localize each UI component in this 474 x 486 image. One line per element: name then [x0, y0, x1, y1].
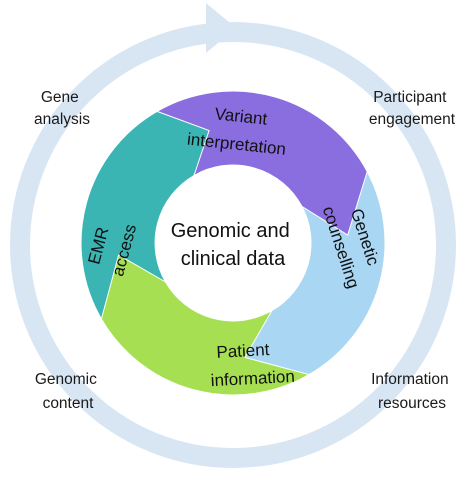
center-label-line-2: clinical data [181, 248, 286, 270]
outer-label-participant-engagement: Participant engagement [369, 89, 456, 128]
outer-label-participant-engagement-line-1: Participant [373, 89, 447, 106]
segment-label-patient-line-2: information [210, 367, 295, 390]
center-label-line-1: Genomic and [171, 220, 290, 242]
center-label: Genomic and clinical data [171, 220, 296, 270]
outer-ring-band [10, 22, 456, 468]
outer-label-information-resources: Information resources [371, 371, 453, 412]
inner-cycle [80, 90, 386, 396]
outer-label-information-resources-line-2: resources [378, 395, 446, 412]
outer-ring-arrowhead [206, 3, 236, 53]
outer-label-gene-analysis: Gene analysis [34, 89, 90, 128]
center-hole [155, 165, 311, 321]
outer-label-gene-analysis-line-2: analysis [34, 111, 90, 128]
outer-label-genomic-content-line-2: content [43, 395, 95, 412]
outer-label-gene-analysis-line-1: Gene [41, 89, 79, 106]
outer-label-information-resources-line-1: Information [371, 371, 449, 388]
outer-label-genomic-content-line-1: Genomic [35, 371, 97, 388]
segment-label-patient: Patient information [209, 339, 295, 390]
segment-label-patient-line-1: Patient [216, 340, 270, 362]
outer-label-genomic-content: Genomic content [35, 371, 101, 412]
outer-cycle-ring [10, 3, 456, 468]
outer-label-participant-engagement-line-2: engagement [369, 111, 456, 128]
